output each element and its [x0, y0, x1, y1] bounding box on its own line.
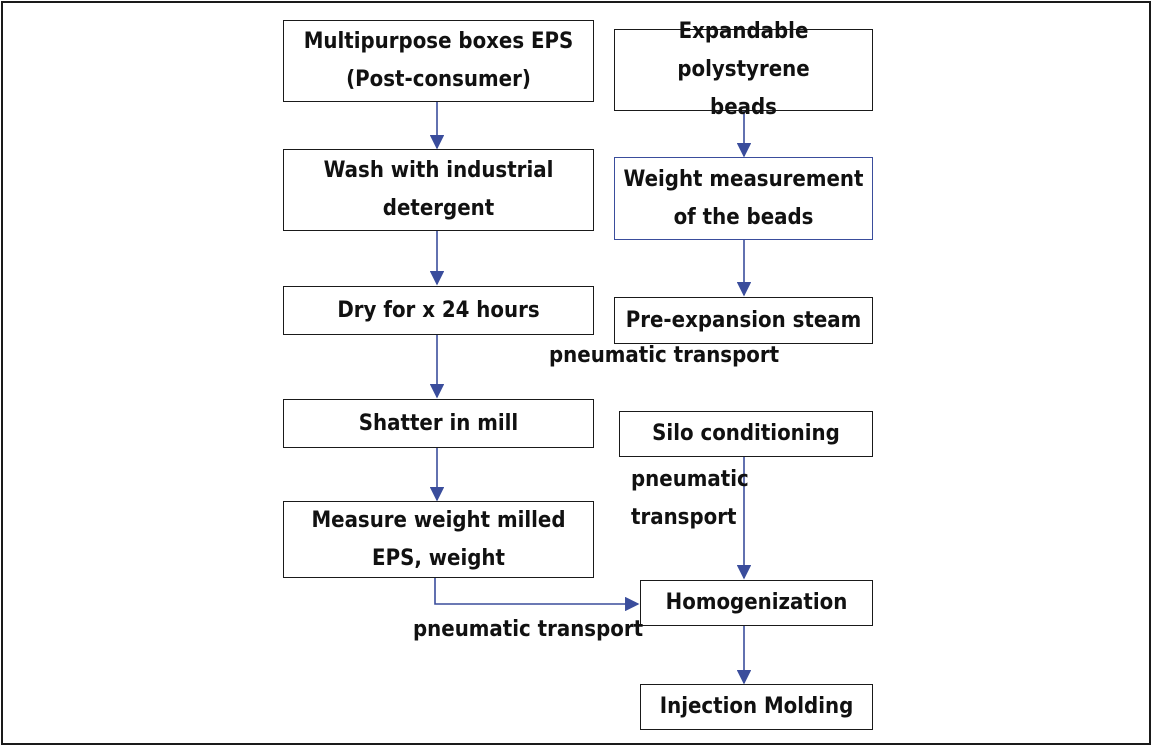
node-weight-beads: Weight measurement of the beads — [614, 157, 873, 240]
node-shatter-line-1: Shatter in mill — [358, 410, 519, 436]
node-wash: Wash with industrial detergent — [283, 149, 594, 231]
node-beads-line-2: beads — [710, 95, 777, 120]
label-pneumatic-transport-2-line-1: pneumatic — [631, 467, 749, 492]
node-beads: Expandable polystyrene beads — [614, 19, 873, 120]
label-pneumatic-transport-3: pneumatic transport — [413, 617, 644, 642]
label-pneumatic-transport-2-line-2: transport — [631, 505, 737, 530]
node-pre-expansion-line-1: Pre-expansion steam — [625, 307, 862, 333]
node-beads-line-1: Expandable polystyrene — [677, 19, 810, 82]
node-weight-beads-line-1: Weight measurement — [623, 166, 864, 192]
node-injection-line-1: Injection Molding — [659, 694, 854, 719]
node-wash-line-2: detergent — [382, 196, 495, 221]
node-shatter: Shatter in mill — [283, 399, 594, 448]
node-silo-line-1: Silo conditioning — [652, 421, 840, 446]
node-weight-beads-line-2: of the beads — [673, 204, 814, 230]
node-measure-milled: Measure weight milled EPS, weight — [283, 501, 594, 578]
node-homogenization-line-1: Homogenization — [665, 590, 848, 615]
node-eps-boxes-line-1: Multipurpose boxes EPS — [303, 29, 574, 54]
label-pneumatic-transport-2: pneumatic transport — [631, 461, 749, 537]
node-dry-line-1: Dry for x 24 hours — [337, 297, 540, 323]
node-measure-milled-line-1: Measure weight milled — [311, 507, 566, 533]
node-wash-line-1: Wash with industrial — [323, 158, 554, 183]
node-homogenization: Homogenization — [640, 580, 873, 626]
node-pre-expansion: Pre-expansion steam — [614, 297, 873, 344]
node-measure-milled-line-2: EPS, weight — [372, 545, 505, 571]
arrow-measure-to-homogenization — [434, 578, 640, 612]
label-pneumatic-transport-1: pneumatic transport — [549, 343, 780, 368]
node-eps-boxes: Multipurpose boxes EPS (Post-consumer) — [283, 20, 594, 102]
node-injection: Injection Molding — [640, 684, 873, 730]
node-dry: Dry for x 24 hours — [283, 286, 594, 335]
node-silo: Silo conditioning — [619, 411, 873, 457]
node-eps-boxes-line-2: (Post-consumer) — [346, 67, 531, 92]
